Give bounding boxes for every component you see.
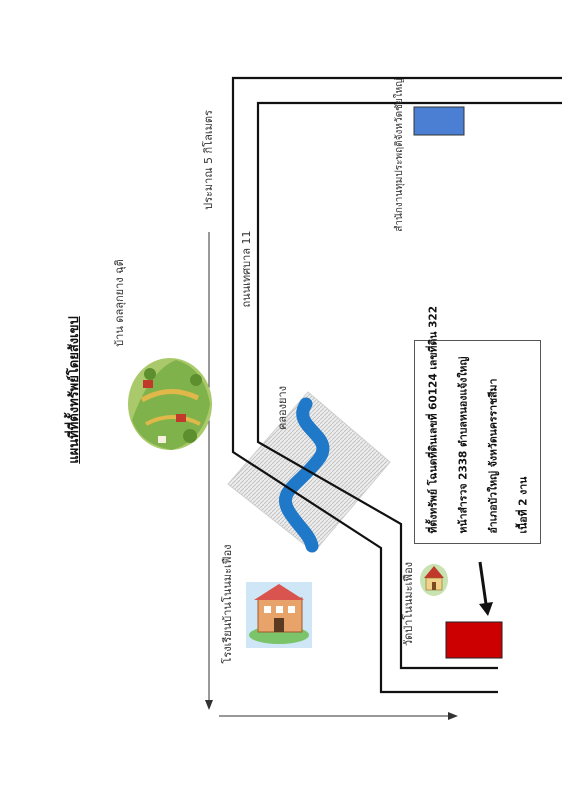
main-road-inner xyxy=(256,101,562,670)
property-info-text: ที่ตั้งทรัพย์ โฉนดที่ดินเลขที่ 60124 เลข… xyxy=(420,305,535,538)
distance-label: ประมาณ 5 กิโลเมตร xyxy=(202,110,215,210)
road-label: ถนนเทศบาล 11 xyxy=(240,230,253,308)
property-info-line: หน้าสำรวจ 2338 ตำบลหนองแจ้งใหญ่ xyxy=(457,356,469,534)
temple-label: วัดป่าโนนมะเฟือง xyxy=(402,561,415,647)
property-info-line: ที่ตั้งทรัพย์ โฉนดที่ดินเลขที่ 60124 เลข… xyxy=(427,305,439,534)
property-pointer-arrow xyxy=(478,561,488,605)
school-icon xyxy=(246,582,312,648)
property-marker[interactable] xyxy=(445,621,503,659)
office-label: สำนักงานทุมประพฤติจังหวัดชัยใหญ่ xyxy=(394,78,405,232)
temple-icon xyxy=(420,564,448,596)
village-hill-icon xyxy=(128,358,212,450)
property-info-line: เนื้อที่ 2 งาน xyxy=(517,476,529,534)
property-info-line: อำเภอบัวใหญ่ จังหวัดนครราชสีมา xyxy=(487,378,499,534)
river xyxy=(279,397,330,553)
main-road-outer xyxy=(231,76,562,694)
canal-label: คลองยาง xyxy=(276,385,289,431)
arrow-head-right xyxy=(448,712,458,720)
property-pointer-head xyxy=(479,602,493,616)
office-marker[interactable] xyxy=(413,106,465,136)
property-info-box: ที่ตั้งทรัพย์ โฉนดที่ดินเลขที่ 60124 เลข… xyxy=(414,305,541,544)
map-title: แผนที่ที่ตั้งทรัพย์โดยสังเขป xyxy=(67,316,82,464)
arrow-head-down xyxy=(205,700,213,710)
village-label: บ้าน ดลลุกยาง ฉุติ xyxy=(113,259,126,347)
school-label: โรงเรียนบ้านโนนมะเฟือง xyxy=(221,544,234,664)
